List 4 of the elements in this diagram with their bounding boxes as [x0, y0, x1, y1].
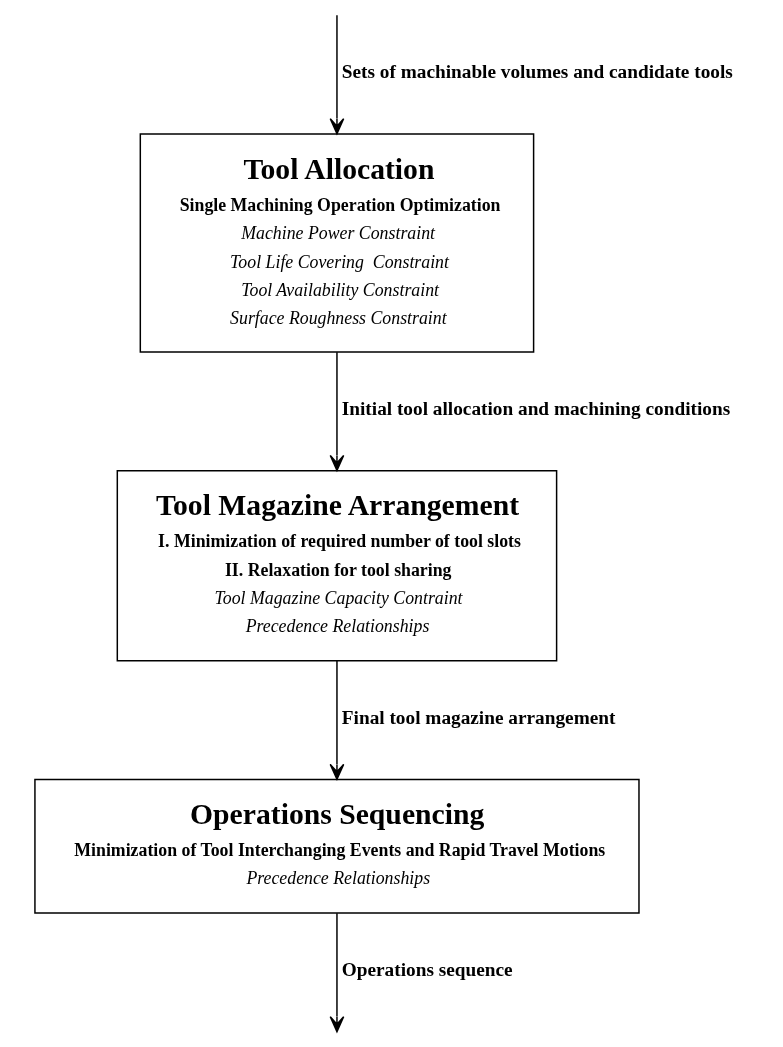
edge-label: Operations sequence	[341, 959, 513, 981]
edge-label: Final tool magazine arrangement	[341, 706, 616, 728]
edge-label: Sets of machinable volumes and candidate tools	[341, 61, 733, 83]
edge-label: Initial tool allocation and machining conditions	[341, 398, 731, 420]
